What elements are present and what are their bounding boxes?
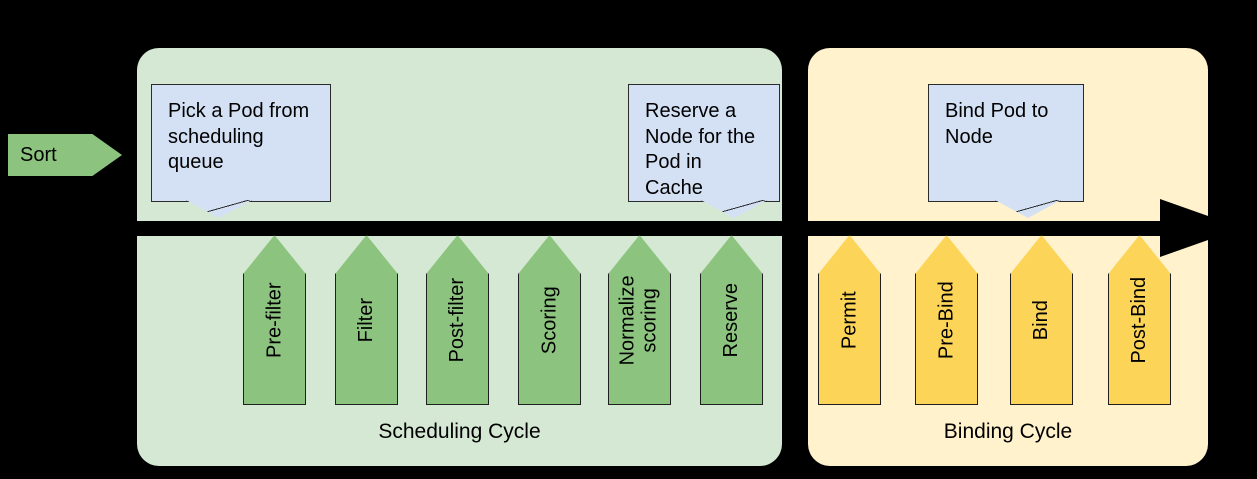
- scheduling-cycle-caption: Scheduling Cycle: [378, 420, 541, 443]
- plugin-arrow-normalize-scoring: Normalize scoring: [608, 235, 671, 405]
- plugin-arrow-reserve: Reserve: [700, 235, 763, 405]
- plugin-arrow-label: Permit: [838, 291, 861, 349]
- callout-text: Bind Pod to Node: [945, 100, 1049, 148]
- plugin-arrow-pre-filter: Pre-filter: [243, 235, 306, 405]
- callout-bind-pod: Bind Pod to Node: [928, 84, 1084, 218]
- plugin-arrow-scoring: Scoring: [518, 235, 581, 405]
- arrow-shape-icon: [608, 235, 671, 405]
- plugin-arrow-post-bind: Post-Bind: [1108, 235, 1171, 405]
- timeline-arrow-shaft: [137, 221, 1200, 236]
- plugin-arrow-label: Scoring: [538, 286, 561, 354]
- sort-arrow: Sort: [8, 134, 122, 176]
- plugin-arrow-filter: Filter: [335, 235, 398, 405]
- plugin-arrow-label: Pre-filter: [263, 282, 286, 358]
- callout-text: Reserve a Node for the Pod in Cache: [645, 100, 756, 199]
- callout-reserve-node: Reserve a Node for the Pod in Cache: [628, 84, 780, 218]
- sort-arrow-label: Sort: [20, 143, 57, 166]
- plugin-arrow-label: Filter: [355, 297, 378, 343]
- arrow-shape-icon: [426, 235, 489, 405]
- plugin-arrow-label: Normalize scoring: [617, 274, 662, 366]
- plugin-arrow-label: Bind: [1030, 299, 1053, 341]
- plugin-arrow-label: Post-filter: [446, 277, 469, 363]
- plugin-arrow-permit: Permit: [818, 235, 881, 405]
- arrow-shape-icon: [243, 235, 306, 405]
- plugin-arrow-label: Pre-Bind: [935, 281, 958, 359]
- callout-text: Pick a Pod from scheduling queue: [168, 100, 310, 174]
- arrow-shape-icon: [1010, 235, 1073, 405]
- timeline-arrow-head-icon: [1160, 199, 1242, 257]
- plugin-arrow-pre-bind: Pre-Bind: [915, 235, 978, 405]
- plugin-arrow-label: Post-Bind: [1128, 276, 1151, 364]
- arrow-shape-icon: [818, 235, 881, 405]
- plugin-arrow-bind: Bind: [1010, 235, 1073, 405]
- plugin-arrow-post-filter: Post-filter: [426, 235, 489, 405]
- arrow-shape-icon: [700, 235, 763, 405]
- plugin-arrow-label: Reserve: [720, 282, 743, 358]
- binding-cycle-caption: Binding Cycle: [943, 420, 1073, 443]
- callout-pick-pod: Pick a Pod from scheduling queue: [151, 84, 331, 218]
- arrow-shape-icon: [915, 235, 978, 405]
- arrow-shape-icon: [518, 235, 581, 405]
- arrow-shape-icon: [335, 235, 398, 405]
- arrow-shape-icon: [1108, 235, 1171, 405]
